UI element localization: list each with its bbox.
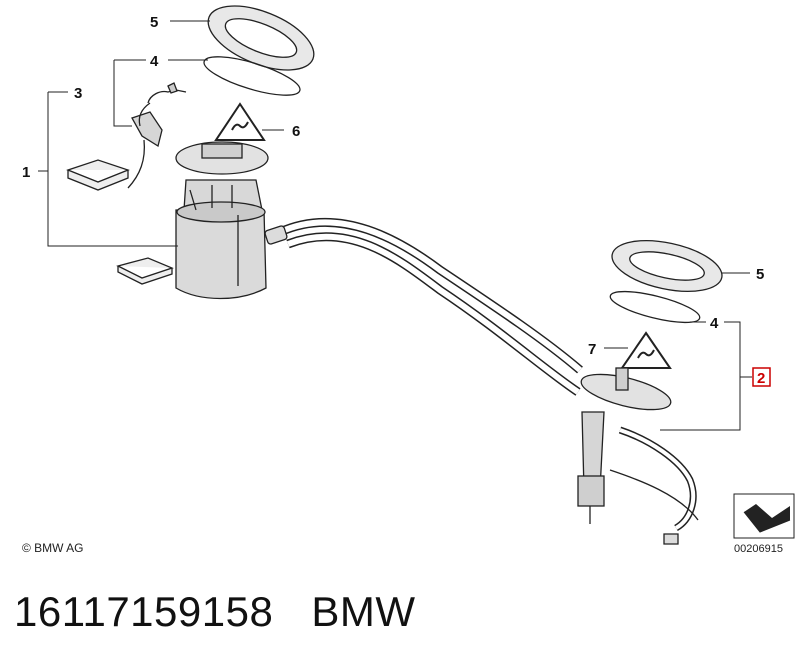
fuel-pump-module-right: [577, 367, 699, 545]
footer: 16117159158 BMW: [14, 588, 415, 636]
callout-6[interactable]: 6: [292, 123, 300, 140]
callout-5-right[interactable]: 5: [756, 266, 764, 283]
parts-diagram: 5 4 3 1 6 5 4 7 2: [22, 5, 795, 545]
brand-name: BMW: [311, 588, 416, 635]
callout-2-highlight[interactable]: [752, 367, 771, 387]
callout-3[interactable]: 3: [74, 85, 82, 102]
level-sensor-left: [127, 82, 187, 189]
callout-7[interactable]: 7: [588, 341, 596, 358]
copyright-notice: © BMW AG: [22, 541, 84, 555]
seal-ring-right: [609, 290, 701, 324]
locking-ring-right: [611, 240, 723, 292]
callout-5-top[interactable]: 5: [150, 14, 158, 31]
callout-2[interactable]: 2: [757, 370, 765, 387]
seal-ring-top: [203, 56, 301, 96]
float-left: [66, 159, 130, 191]
fuel-pump-module-left: [175, 141, 269, 300]
callout-4-top[interactable]: 4: [150, 53, 159, 70]
part-number: 16117159158: [14, 588, 274, 635]
diagram-id: 00206915: [734, 543, 783, 555]
navigation-arrow-icon[interactable]: [733, 493, 795, 539]
warning-triangle-icon: [214, 102, 266, 141]
warning-triangle-icon: [620, 331, 672, 369]
locking-ring-top: [207, 5, 315, 71]
fuel-hoses: [264, 217, 583, 396]
callout-4-right[interactable]: 4: [710, 315, 719, 332]
float-lower: [116, 257, 174, 285]
callout-1[interactable]: 1: [22, 164, 30, 181]
